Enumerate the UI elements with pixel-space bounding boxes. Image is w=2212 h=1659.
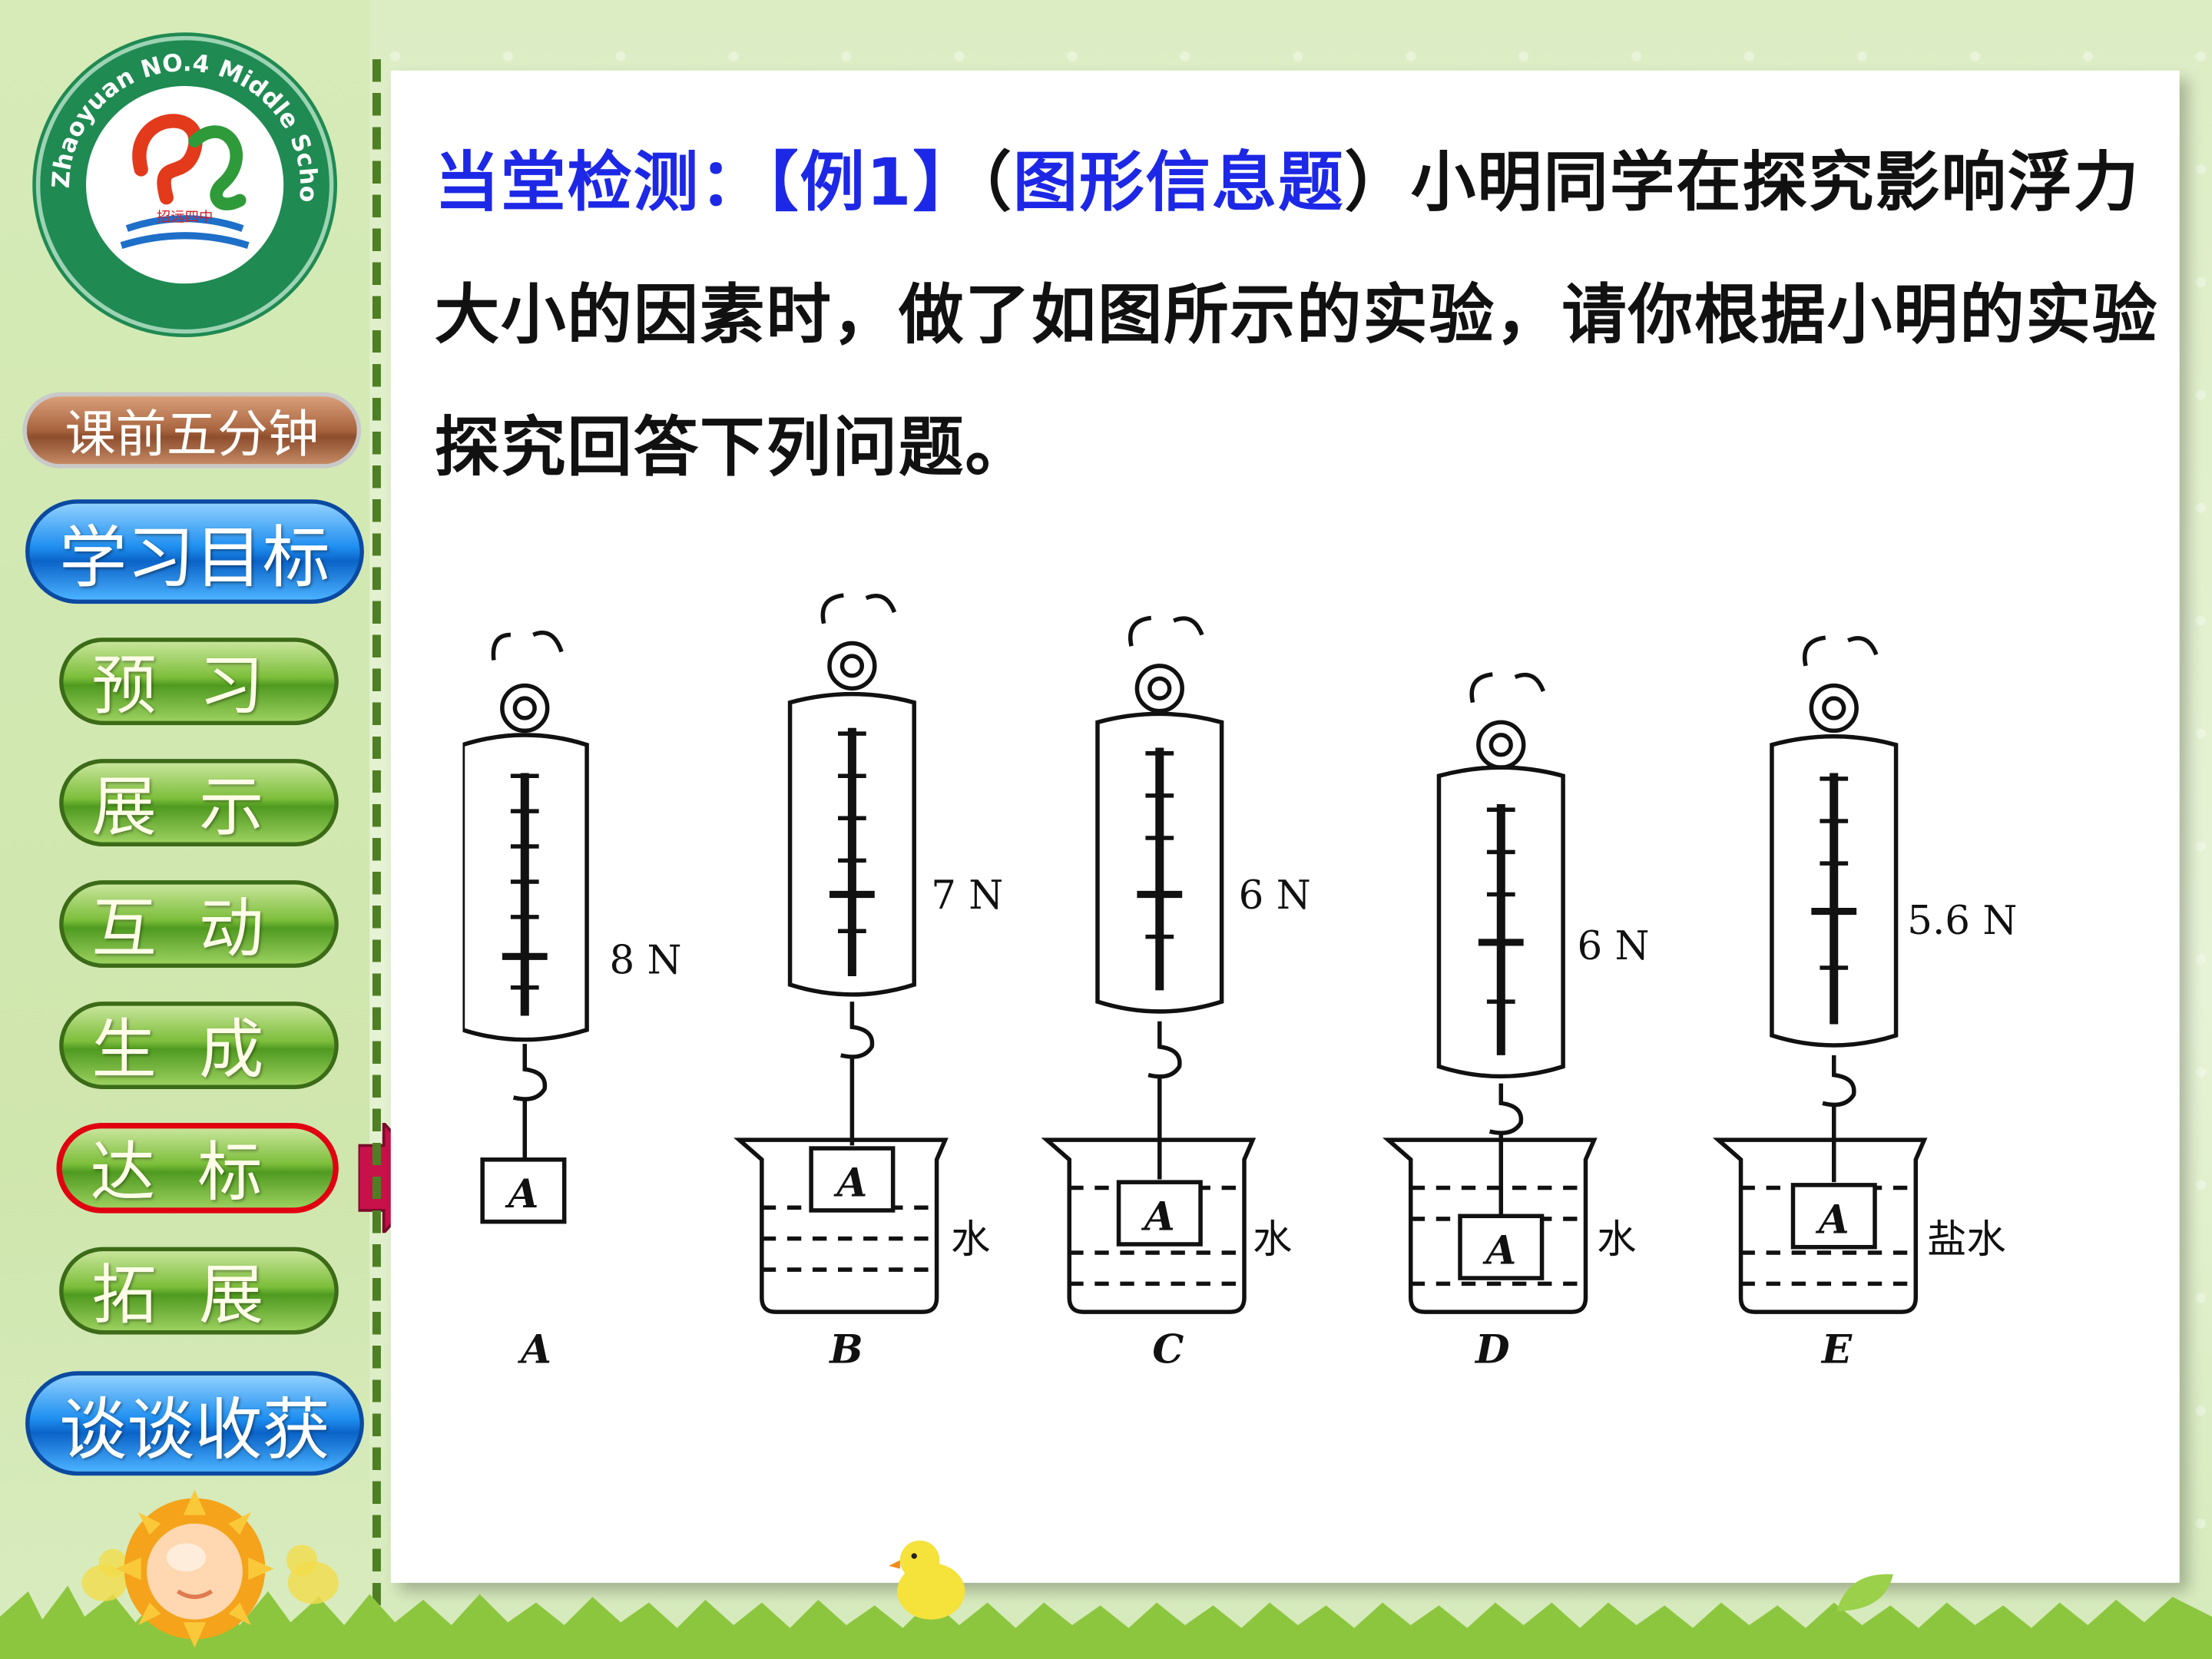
nav-generation[interactable]: 生成 (59, 1002, 339, 1089)
sun-icon (115, 1489, 274, 1648)
nav-interaction[interactable]: 互动 (59, 880, 339, 968)
spring-scale-d (1382, 672, 1598, 1314)
liquid-b: 水 (951, 1217, 990, 1263)
nav-pre-class-five-minutes[interactable]: 课前五分钟 (22, 392, 362, 469)
sidebar-divider (372, 59, 381, 1611)
liquid-c: 水 (1253, 1217, 1292, 1263)
reading-a: 8 N (609, 937, 681, 983)
nav-reflection[interactable]: 谈谈收获 (25, 1371, 364, 1476)
nav-label: 达标 (90, 1134, 305, 1210)
liquid-d: 水 (1597, 1217, 1636, 1263)
nav-preview[interactable]: 预习 (59, 637, 339, 726)
block-label: A (1815, 1197, 1849, 1243)
spring-scale-e (1712, 635, 1928, 1314)
reading-b: 7 N (931, 873, 1003, 919)
spring-scale-a (462, 631, 589, 1224)
setup-label-b: B (828, 1326, 863, 1373)
reading-e: 5.6 N (1907, 898, 2017, 944)
nav-extension[interactable]: 拓展 (59, 1247, 339, 1335)
nav-presentation[interactable]: 展示 (59, 759, 339, 847)
chick-icon (889, 1540, 965, 1620)
nav-learning-goals[interactable]: 学习目标 (25, 499, 364, 604)
question-text: 当堂检测：【例1】（图形信息题）小明同学在探究影响浮力大小的因素时，做了如图所示… (435, 116, 2163, 514)
paren-close: ） (1344, 144, 1411, 220)
nav-label: 拓展 (91, 1257, 306, 1333)
question-prefix: 当堂检测： (434, 144, 767, 220)
nav-label: 预习 (91, 647, 306, 724)
question-type: 图形信息题 (1012, 144, 1345, 220)
nav-label: 展示 (91, 769, 306, 846)
logo-caption: 招远四中 (157, 209, 213, 225)
block-label: A (1482, 1228, 1516, 1274)
nav-label: 互动 (91, 889, 306, 967)
example-tag: 【例1】 (766, 144, 979, 220)
spring-scale-c (1041, 615, 1257, 1314)
reading-d: 6 N (1577, 923, 1649, 969)
chick-icon (286, 1545, 339, 1604)
reading-c: 6 N (1239, 873, 1311, 919)
buoyancy-experiment-figure: A A A A A 8 N 7 N 6 N 6 N 5.6 N 水 水 水 盐水… (462, 593, 2017, 1373)
nav-mastery-active[interactable]: 达标 (56, 1123, 339, 1214)
setup-label-e: E (1820, 1326, 1853, 1373)
block-label: A (833, 1161, 867, 1207)
content-panel (390, 70, 2180, 1583)
spring-scale-b (733, 593, 949, 1314)
nav-label: 生成 (91, 1011, 306, 1088)
nav-label: 学习目标 (59, 518, 330, 598)
setup-label-c: C (1152, 1326, 1184, 1373)
grass-decoration (0, 1585, 2212, 1659)
paren-open: （ (979, 144, 1013, 220)
block-label: A (1141, 1194, 1175, 1240)
liquid-e: 盐水 (1927, 1217, 2006, 1263)
nav-label: 谈谈收获 (59, 1391, 330, 1470)
school-logo: Zhaoyuan NO.4 Middle School 招远四中 (28, 28, 337, 337)
question-body: 小明同学在探究影响浮力大小的因素时，做了如图所示的实验，请你根据小明的实验探究回… (434, 144, 2159, 485)
setup-label-a: A (517, 1326, 551, 1373)
block-label: A (504, 1171, 538, 1217)
nav-label: 课前五分钟 (65, 406, 320, 465)
setup-label-d: D (1474, 1326, 1510, 1373)
leaf-icon (1836, 1574, 1893, 1611)
